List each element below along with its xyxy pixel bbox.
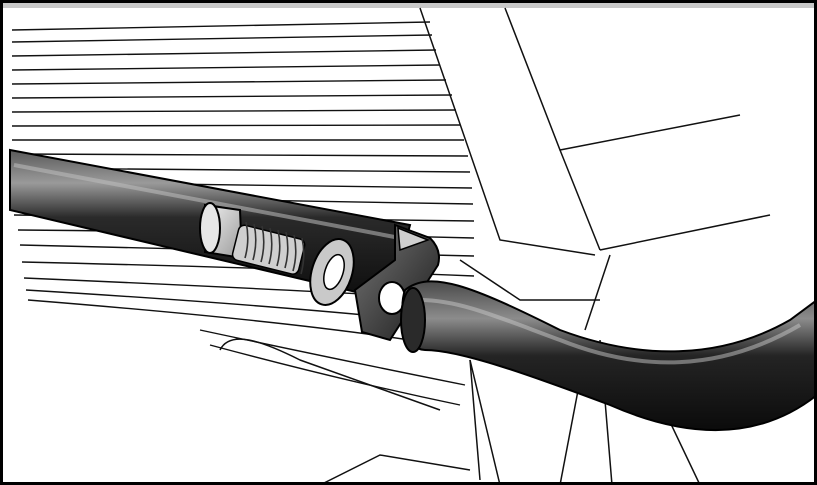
washer <box>309 238 355 306</box>
thread-lines <box>244 221 305 275</box>
top-bar <box>0 0 817 8</box>
bolt <box>199 202 306 275</box>
bracket <box>353 223 440 342</box>
right-tube <box>400 280 817 432</box>
